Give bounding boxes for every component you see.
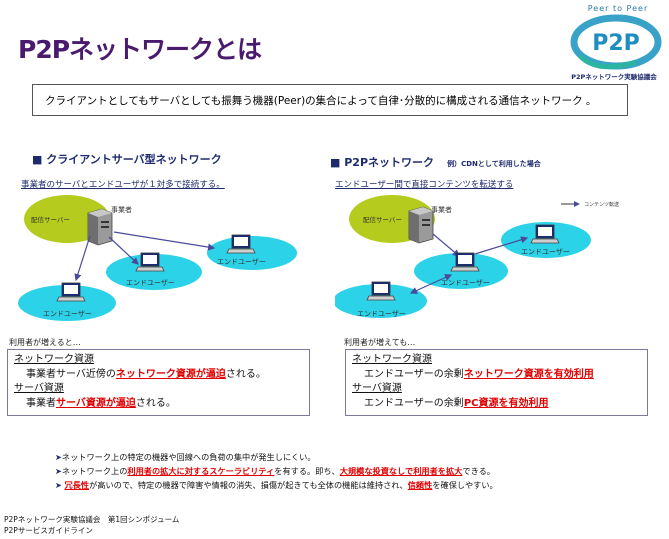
right-note: 利用者が増えても… [344,338,416,347]
server-resource-heading: サーバ資源 [14,383,64,394]
text: ネットワーク上の特定の機器や回線への負荷の集中が発生しにくい。 [61,452,316,462]
p2p-logo: Peer to Peer P2P P2Pネットワーク実験協議会 [558,2,666,82]
text: される。 [225,368,266,380]
text: を有する。即ち、 [274,466,340,476]
server-label: 配信サーバー [363,215,402,224]
text: 事業者 [26,397,56,409]
end-user-label: エンドユーザー [521,248,570,256]
text: できる。 [462,466,495,476]
footer-line: P2Pサービスガイドライン [4,526,93,535]
highlight-text: 信頼性 [407,480,433,490]
highlight-text: 大規模な投資なしで利用者を拡大 [339,466,463,476]
highlight-text: サーバ資源が逼迫 [56,397,136,409]
p2p-diagram: コンテンツ転送 配信サーバー 事業者 エンドユーザー エンドユーザー エンドユー… [335,195,619,318]
operator-label: 事業者 [431,205,452,214]
legend-label: コンテンツ転送 [584,201,619,208]
bullet-item: ➤ネットワーク上の利用者の拡大に対するスケーラビリティを有する。即ち、大規模な投… [55,464,498,478]
left-result-box: ネットワーク資源 事業者サーバ近傍のネットワーク資源が逼迫される。 サーバ資源 … [7,349,310,416]
network-resource-heading: ネットワーク資源 [14,354,94,365]
server-resource-heading: サーバ資源 [352,383,402,394]
text: エンドユーザーの余剰 [364,368,464,380]
right-description: エンドユーザー間で直接コンテンツを転送する [335,180,514,190]
server-label: 配信サーバー [31,215,70,224]
bullet-item: ➤ 冗長性が高いので、特定の機器で障害や情報の消失、損傷が起きても全体の機能は維… [55,478,498,492]
text: を確保しやすい。 [432,480,498,490]
text: エンドユーザーの余剰 [364,397,464,409]
bullet-item: ➤ネットワーク上の特定の機器や回線への負荷の集中が発生しにくい。 [55,450,498,464]
end-user-label: エンドユーザー [43,310,92,318]
end-user-label: エンドユーザー [441,279,490,287]
right-heading-row: ■ P2Pネットワーク 例）CDNとして利用した場合 [330,151,541,170]
page-title: P2Pネットワークとは [18,35,262,64]
definition-box: クライアントとしてもサーバとしても振舞う機器(Peer)の集合によって自律･分散… [32,84,628,116]
operator-label: 事業者 [111,205,132,214]
end-user-label: エンドユーザー [357,310,406,318]
client-server-diagram: 配信サーバー 事業者 エンドユーザー エンドユーザー エンドユーザー [18,195,297,321]
arrow-bullet-icon: ➤ [55,480,62,490]
end-user-label: エンドユーザー [217,258,266,266]
highlight-text: ネットワーク資源が逼迫 [115,368,226,380]
highlight-text: PC資源を有効利用 [463,397,549,409]
left-heading: ■ クライアントサーバ型ネットワーク [32,153,222,166]
logo-tagline: Peer to Peer [588,4,648,13]
server-icon [87,208,113,246]
highlight-text: 利用者の拡大に対するスケーラビリティ [127,466,275,476]
network-resource-heading: ネットワーク資源 [352,354,432,365]
server-icon [408,206,434,244]
highlight-text: ネットワーク資源を有効利用 [463,368,594,380]
text: 事業者サーバ近傍の [26,368,116,380]
right-subheading: 例）CDNとして利用した場合 [447,160,541,168]
footer-line: P2Pネットワーク実験協議会 第1回シンポジューム [4,515,180,524]
end-user-label: エンドユーザー [126,279,175,287]
right-heading: ■ P2Pネットワーク [330,156,435,169]
left-description: 事業者のサーバとエンドユーザが１対多で接続する。 [21,180,225,190]
right-result-box: ネットワーク資源 エンドユーザーの余剰ネットワーク資源を有効利用 サーバ資源 エ… [345,349,648,416]
text: が高いので、特定の機器で障害や情報の消失、損傷が起きても全体の機能は維持され、 [89,480,408,490]
highlight-text: 冗長性 [64,480,90,490]
logo-mark: P2P [592,31,640,56]
user-ellipse-2 [106,254,202,290]
user-ellipse-3 [18,285,116,321]
logo-org: P2Pネットワーク実験協議会 [571,72,657,81]
arrow-bullet-icon: ➤ [55,452,62,462]
bullet-list: ➤ネットワーク上の特定の機器や回線への負荷の集中が発生しにくい。 ➤ネットワーク… [55,450,498,492]
footer: P2Pネットワーク実験協議会 第1回シンポジューム P2Pサービスガイドライン [4,514,179,536]
left-note: 利用者が増えると… [9,338,81,347]
arrow-bullet-icon: ➤ [55,466,62,476]
text: される。 [135,397,176,409]
text: ネットワーク上の [61,466,128,476]
